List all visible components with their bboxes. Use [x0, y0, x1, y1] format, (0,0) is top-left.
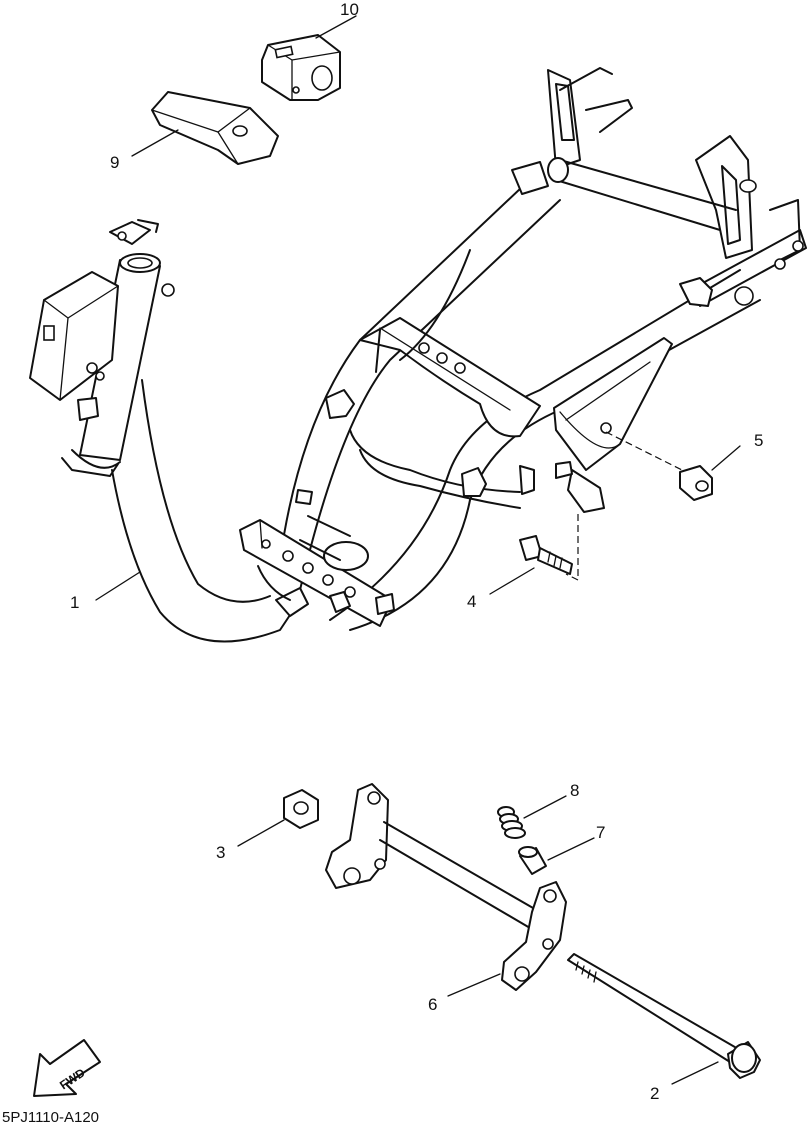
part-2-shaft	[567, 953, 761, 1079]
callout-4: 4	[467, 592, 476, 611]
diagram-code: 5PJ1110-A120	[2, 1109, 99, 1126]
callout-6: 6	[428, 995, 437, 1014]
part-9-pad	[151, 91, 279, 165]
callout-3: 3	[216, 843, 225, 862]
callout-1: 1	[70, 593, 79, 612]
part-4-bolt	[519, 535, 573, 575]
callout-labels: 1 2 3 4 5 6 7 8 9 10	[70, 0, 763, 1103]
callout-5: 5	[754, 431, 763, 450]
part-10-rubber-block	[261, 34, 341, 101]
callout-10: 10	[340, 0, 359, 19]
callout-7: 7	[596, 823, 605, 842]
part-7-collar	[518, 846, 547, 875]
callout-2: 2	[650, 1084, 659, 1103]
part-3-nut	[283, 789, 319, 829]
callout-8: 8	[570, 781, 579, 800]
part-6-main-stand	[325, 783, 567, 991]
callout-9: 9	[110, 153, 119, 172]
callout-leaders	[95, 15, 741, 1085]
part-8-spring	[497, 806, 526, 839]
part-5-collar	[679, 465, 713, 501]
part-1-frame	[29, 67, 807, 643]
fwd-arrow-icon: FWD	[33, 1039, 101, 1097]
